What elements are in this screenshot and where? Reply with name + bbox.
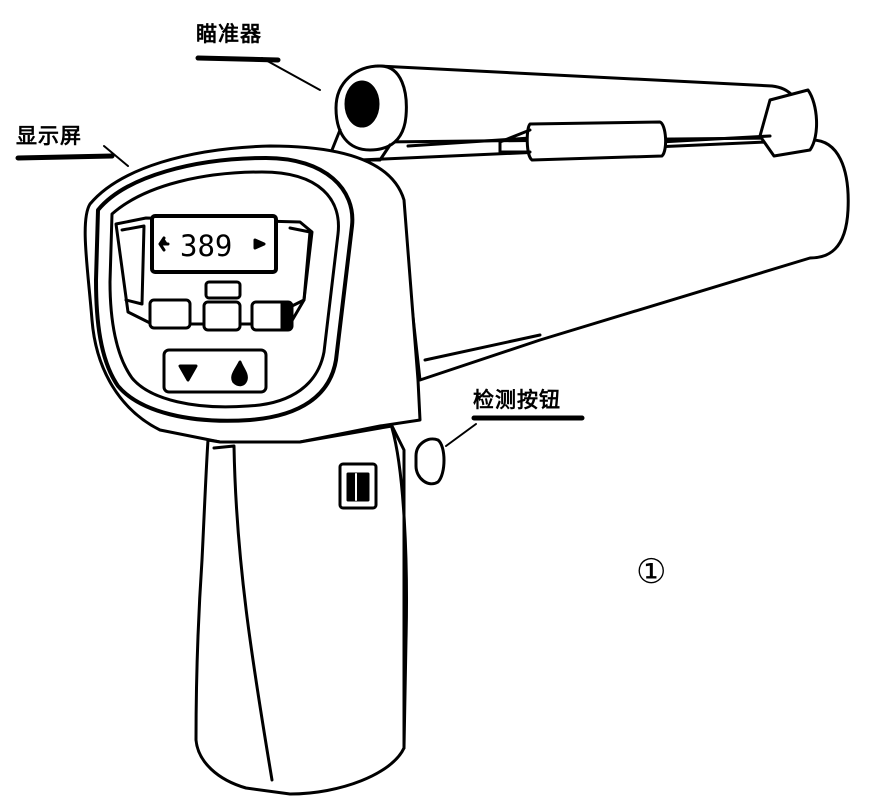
bezel-left-slot: [120, 224, 146, 306]
button-center-top[interactable]: [204, 280, 242, 300]
barrel-bottom-edge: [423, 333, 542, 362]
display-screen-label-text: 显示屏: [16, 124, 82, 148]
handle-back-edge: [390, 426, 408, 750]
scope-adjuster-neck: [498, 128, 532, 154]
figure-number: ①: [636, 552, 667, 592]
display-screen-label: 显示屏: [16, 120, 82, 150]
lcd-reading: 389: [180, 229, 232, 263]
side-switch-knob: [346, 472, 370, 502]
lcd-right-arrow-icon: [253, 238, 266, 250]
button-center[interactable]: [202, 300, 242, 332]
detect-button-label-text: 检测按钮: [473, 388, 561, 412]
down-triangle-icon: [178, 364, 198, 382]
handle: [194, 424, 406, 796]
aim-callout-leader: [261, 57, 321, 91]
scope-mount-front: [758, 88, 819, 158]
mode-panel[interactable]: [162, 348, 268, 394]
scope-rear-lens: [344, 80, 380, 128]
screen-callout-underline: [15, 153, 115, 161]
bezel-right-slot: [288, 226, 312, 308]
aiming-device-label: 瞄准器: [196, 18, 262, 48]
lcd-screen: [150, 214, 278, 274]
button-right-shade: [280, 302, 292, 330]
aiming-device-label-text: 瞄准器: [196, 22, 262, 46]
detect-button-label: 检测按钮: [473, 384, 561, 414]
button-callout-leader: [445, 423, 477, 447]
barrel-body: [358, 138, 850, 382]
screen-callout-leader: [103, 145, 129, 167]
drop-icon: [231, 360, 248, 387]
handle-inner-edge: [212, 444, 274, 782]
face-plate-inner: [108, 170, 340, 409]
button-left[interactable]: [148, 298, 192, 330]
lcd-left-arrow-icon: [158, 236, 170, 252]
detect-button[interactable]: [414, 437, 446, 486]
scope-adjuster: [525, 120, 668, 162]
